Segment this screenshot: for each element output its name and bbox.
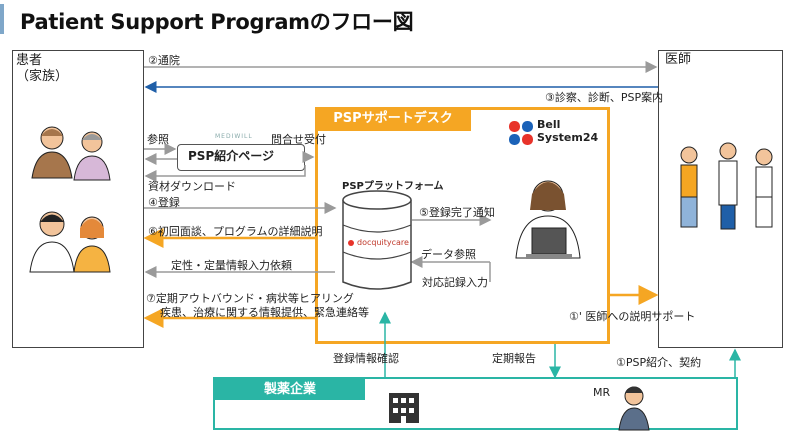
bell-logo-line2: System24 — [537, 131, 599, 144]
edge-first-interview-label: ⑥初回面談、プログラムの詳細説明 — [148, 225, 323, 238]
platform-database-icon — [342, 190, 412, 290]
edge-reg-check-label: 登録情報確認 — [333, 352, 399, 365]
patient-label: 患者 （家族） — [16, 53, 69, 84]
edge-outbound-label-1: ⑦定期アウトバウンド・病状等ヒアリング — [146, 292, 354, 305]
medical-staff-icon — [680, 142, 773, 230]
docquity-logo: docquitycare — [357, 238, 409, 247]
edge-download-arrow — [144, 165, 306, 182]
edge-doctor-support-label: ①' 医師への説明サポート — [569, 310, 696, 323]
edge-register-label: ④登録 — [148, 196, 180, 209]
patient-family-icon-bottom — [29, 211, 111, 273]
psp-intro-page-label: PSP紹介ページ — [188, 149, 274, 163]
title-accent-bar — [0, 4, 4, 34]
doctor-label: 医師 — [665, 52, 692, 67]
edge-quant-request-label: 定性・定量情報入力依頼 — [171, 259, 292, 272]
edge-outbound-label-2: 疾患、治療に関する情報提供、緊急連絡等 — [160, 306, 369, 319]
edge-reference-label: 参照 — [147, 133, 169, 146]
bell-system-logo — [508, 120, 534, 150]
bell-logo-line1: Bell — [537, 118, 561, 131]
psp-desk-title: PSPサポートデスク — [315, 107, 471, 131]
edge-data-ref-label: データ参照 — [421, 248, 476, 261]
pharma-label: 製薬企業 — [215, 379, 365, 400]
edge-report-label: 定期報告 — [492, 352, 536, 365]
platform-label: PSPプラットフォーム — [342, 181, 444, 192]
psp-intro-page-box — [177, 144, 305, 171]
mediwill-logo: MEDIWILL — [215, 133, 253, 140]
mr-label: MR — [593, 386, 611, 399]
edge-complete-notice-label: ⑤登録完了通知 — [419, 206, 495, 219]
bell-logo-icon — [509, 121, 533, 145]
edge-download-label: 資材ダウンロード — [148, 180, 236, 193]
page-title: Patient Support Programのフロー図 — [20, 10, 414, 34]
edge-record-label: 対応記録入力 — [422, 276, 488, 289]
edge-inquiry-label: 問合せ受付 — [271, 133, 326, 146]
edge-contract-label: ①PSP紹介、契約 — [616, 356, 702, 369]
operator-icon — [515, 180, 581, 259]
patient-box — [12, 50, 144, 348]
mr-person-icon — [618, 386, 650, 431]
patient-family-icon-top — [31, 126, 111, 181]
building-icon — [389, 393, 419, 423]
edge-diagnosis-label: ③診察、診断、PSP案内 — [545, 91, 664, 104]
edge-visit-label: ②通院 — [148, 54, 180, 67]
